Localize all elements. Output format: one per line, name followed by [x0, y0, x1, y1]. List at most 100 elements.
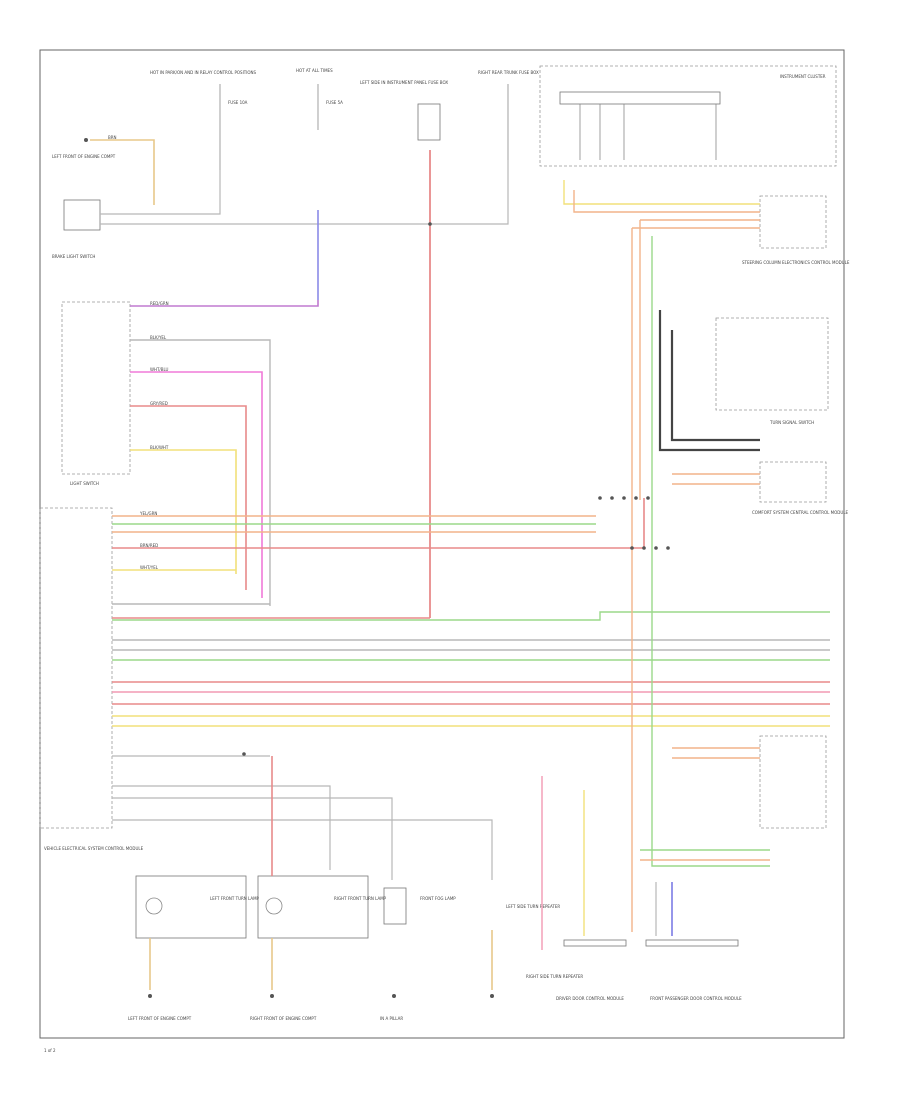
ground-right — [270, 994, 274, 998]
wire-label-wht-yel: WHT/YEL — [140, 565, 159, 570]
turn-signal-switch-box — [715, 317, 829, 411]
junction-dot — [642, 546, 646, 550]
wire-labels: RED/GRN BLK/YEL WHT/BLU GRY/RED BLK/WHT YEL/G… — [139, 301, 169, 570]
label-ground-left: LEFT FRONT OF ENGINE COMPT — [128, 1016, 192, 1021]
steering-module-box — [759, 195, 827, 249]
wire-label-brn-red: BRN/RED — [140, 543, 158, 548]
junction-dot — [428, 222, 432, 226]
ground-repeater — [490, 994, 494, 998]
label-right-rear-fuse: RIGHT REAR TRUNK FUSE BOX — [478, 70, 539, 75]
page-code: 1 of 2 — [44, 1048, 56, 1053]
driver-door-module-box — [759, 735, 827, 829]
label-ground-mid: IN A PILLAR — [380, 1016, 403, 1021]
wire-ls-red — [130, 405, 247, 590]
junction-dot — [646, 496, 650, 500]
label-comfort-module: COMFORT SYSTEM CENTRAL CONTROL MODULE — [752, 510, 849, 515]
label-ground-top: LEFT FRONT OF ENGINE COMPT — [52, 154, 116, 159]
label-light-switch: LIGHT SWITCH — [70, 481, 99, 486]
junction-dot — [630, 546, 634, 550]
wire-lower-gray-3 — [112, 797, 393, 880]
wire-ls-magenta — [130, 371, 263, 598]
label-left-front-lamp: LEFT FRONT TURN LAMP — [210, 896, 260, 901]
wire-brake-return — [100, 160, 509, 225]
fuse-box-left-side — [417, 103, 441, 141]
junction-dot — [242, 752, 246, 756]
junction-dot — [598, 496, 602, 500]
right-front-lamp-box — [257, 875, 369, 939]
wire-purple-ls — [130, 300, 319, 307]
passenger-door-lower-box — [645, 939, 739, 947]
wires — [90, 139, 830, 990]
wire-label-blk-wht: BLK/WHT — [150, 445, 169, 450]
label-fuse-left: FUSE 10A — [228, 100, 248, 105]
diagram-frame — [39, 49, 845, 1039]
label-turn-signal-switch: TURN SIGNAL SWITCH — [769, 420, 814, 425]
right-front-lamp-bulb — [265, 897, 283, 915]
instrument-cluster: INSTRUMENT CLUSTER — [539, 65, 837, 167]
label-instrument-cluster: INSTRUMENT CLUSTER — [780, 74, 826, 79]
label-left-side-fuse: LEFT SIDE IN INSTRUMENT PANEL FUSE BOX — [360, 80, 448, 85]
wire-brake-feed-tan — [90, 139, 155, 205]
ground-top-terminal — [84, 138, 88, 142]
brake-light-switch: BRAKE LIGHT SWITCH — [52, 199, 101, 259]
label-left-repeater: LEFT SIDE TURN REPEATER — [506, 904, 560, 909]
wire-cluster-orange — [573, 190, 760, 213]
label-brake-switch: BRAKE LIGHT SWITCH — [52, 254, 95, 259]
grounds: LEFT FRONT OF ENGINE COMPT RIGHT FRONT O… — [128, 994, 494, 1021]
comfort-module-box — [759, 461, 827, 503]
wire-tss-dark-1 — [670, 330, 760, 442]
light-switch: LIGHT SWITCH — [61, 301, 131, 486]
light-switch-box — [61, 301, 131, 475]
wire-label-yel-grn: YEL/GRN — [139, 511, 157, 516]
label-fog-lamp: FRONT FOG LAMP — [420, 896, 456, 901]
wire-brn-label-top: BRN — [108, 135, 117, 140]
junction-dot — [634, 496, 638, 500]
junction-dot — [610, 496, 614, 500]
label-hot-all-times: HOT AT ALL TIMES — [296, 68, 333, 73]
junction-dot — [654, 546, 658, 550]
junction-dot — [622, 496, 626, 500]
label-hot-park: HOT IN PARK/ON AND IN RELAY CONTROL POSI… — [150, 70, 257, 75]
wire-ls-gray-1 — [130, 339, 271, 606]
driver-door-module — [759, 735, 827, 829]
turn-signal-switch: TURN SIGNAL SWITCH — [715, 317, 829, 425]
instrument-cluster-box — [539, 65, 837, 167]
vehicle-module: VEHICLE ELECTRICAL SYSTEM CONTROL MODULE — [39, 507, 144, 851]
wire-bus-green — [112, 611, 830, 621]
label-ground-right: RIGHT FRONT OF ENGINE COMPT — [250, 1016, 317, 1021]
ground-mid — [392, 994, 396, 998]
wire-lower-gray-2 — [112, 785, 331, 870]
wire-tss-dark-2 — [658, 310, 760, 452]
label-fuse-mid: FUSE 5A — [326, 100, 343, 105]
label-vehicle-module: VEHICLE ELECTRICAL SYSTEM CONTROL MODULE — [44, 846, 144, 851]
wire-label-gry-red: GRY/RED — [150, 401, 168, 406]
wire-ve-red-1 — [112, 498, 645, 549]
label-right-front-lamp: RIGHT FRONT TURN LAMP — [334, 896, 387, 901]
wire-label-red-grn: RED/GRN — [150, 301, 169, 306]
cluster-inner-box — [559, 91, 721, 105]
label-right-repeater: RIGHT SIDE TURN REPEATER — [526, 974, 583, 979]
driver-door-lower-box — [563, 939, 627, 947]
wire-label-wht-blu: WHT/BLU — [150, 367, 169, 372]
left-front-lamp-bulb — [145, 897, 163, 915]
wire-label-blk-yel: BLK/YEL — [150, 335, 167, 340]
fog-lamp-box — [383, 887, 407, 925]
label-steering-module: STEERING COLUMN ELECTRONICS CONTROL MODU… — [742, 260, 850, 265]
wire-lower-gray-4 — [112, 819, 493, 880]
bottom-lamps: LEFT FRONT TURN LAMP RIGHT FRONT TURN LA… — [135, 875, 742, 1001]
left-front-lamp-box — [135, 875, 247, 939]
vehicle-module-box — [39, 507, 113, 829]
ground-left — [148, 994, 152, 998]
brake-switch-box — [63, 199, 101, 231]
label-driver-door: DRIVER DOOR CONTROL MODULE — [556, 996, 624, 1001]
wire-right-green-v — [651, 236, 770, 867]
steering-module: STEERING COLUMN ELECTRONICS CONTROL MODU… — [742, 195, 850, 265]
wire-cluster-yellow — [563, 180, 760, 205]
comfort-module: COMFORT SYSTEM CENTRAL CONTROL MODULE — [752, 461, 849, 515]
top-feeds: HOT IN PARK/ON AND IN RELAY CONTROL POSI… — [52, 68, 539, 170]
junction-dot — [666, 546, 670, 550]
wire-brake-to-fuse — [100, 170, 221, 215]
label-passenger-door: FRONT PASSENGER DOOR CONTROL MODULE — [650, 996, 742, 1001]
